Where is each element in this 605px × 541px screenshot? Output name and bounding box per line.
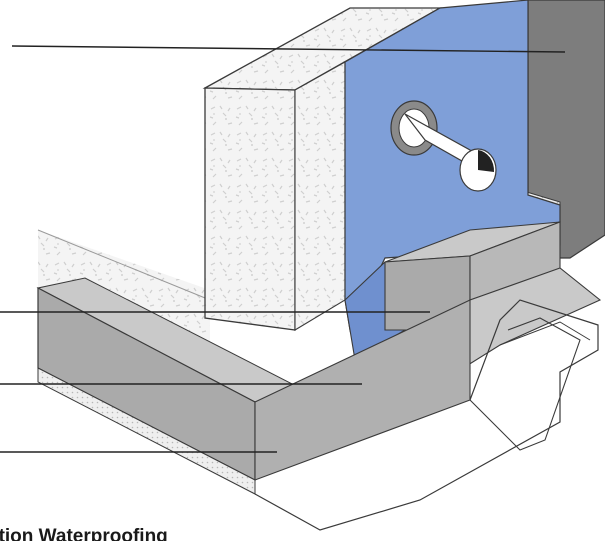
rear-ground-slab-edge xyxy=(37,229,211,301)
sump-inner-outline xyxy=(469,317,581,451)
leader-line-top xyxy=(11,45,566,53)
figure-caption-text: ction Waterproofing xyxy=(0,526,168,541)
concrete-wall-front xyxy=(204,87,296,331)
figure-caption: ction Waterproofing xyxy=(0,517,605,541)
concrete-wall-side xyxy=(294,61,346,331)
sump-outline xyxy=(254,299,599,531)
pipe-penetration-icon xyxy=(390,100,497,192)
sump-rim xyxy=(499,321,591,346)
